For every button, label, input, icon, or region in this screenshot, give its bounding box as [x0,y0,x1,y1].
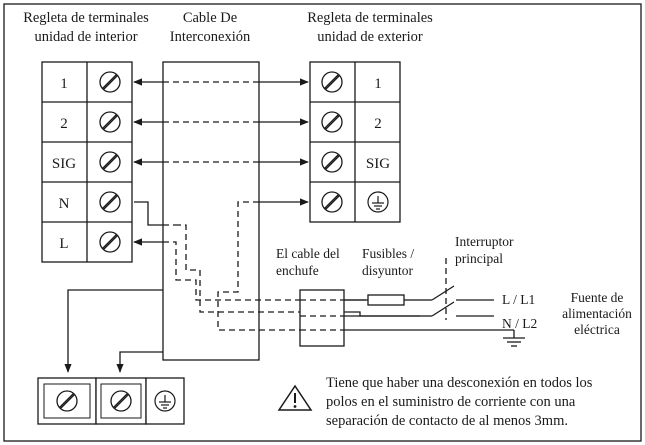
interconnection-cable-box [162,61,260,361]
line-label-l: L / L1 [502,292,535,307]
ground-icon [503,330,525,347]
ground-wire-route [134,201,300,331]
indoor-terminal-label: SIG [52,156,76,172]
indoor-header-line1: Regleta de terminales [23,10,149,26]
interconnection-wires [133,78,309,246]
outdoor-terminal-label: 1 [374,76,382,92]
indoor-header-line2: unidad de interior [34,29,137,45]
plug-cable-label-line1: El cable del [276,246,340,261]
supply-label-line2: alimentación [562,306,632,321]
outdoor-header-line2: unidad de exterior [317,29,423,45]
fuse-symbol [367,294,405,306]
outdoor-terminal-block: 1 2 SIG [309,61,401,223]
indoor-terminal-label: 2 [60,116,68,132]
outdoor-header-line1: Regleta de terminales [307,10,433,26]
fuse-label-line2: disyuntor [362,263,414,278]
line-label-n: N / L2 [502,316,537,331]
fuse-label-line1: Fusibles / [362,246,414,261]
indoor-terminal-label: L [59,236,68,252]
switch-label-line2: principal [455,251,503,266]
plug-cable-box [299,289,345,347]
main-switch-symbol [420,258,494,320]
switch-label-line1: Interruptor [455,234,514,249]
plug-cable-label-line2: enchufe [276,263,319,278]
supply-label-line3: eléctrica [574,322,620,337]
indoor-terminal-label: N [59,196,70,212]
indoor-terminal-label: 1 [60,76,68,92]
bottom-feed-wires [64,289,163,373]
warning-text-line1: Tiene que haber una desconexión en todos… [326,375,593,391]
outdoor-terminal-label: SIG [366,156,390,172]
supply-label-line1: Fuente de [571,290,624,305]
bottom-terminal-block [37,377,185,425]
cable-header-line1: Cable De [183,10,237,26]
indoor-terminal-block: 1 2 SIG N L [41,61,133,263]
cable-header-line2: Interconexión [170,29,251,45]
warning-text-line2: polos en el suministro de corriente con … [326,394,576,410]
outdoor-terminal-label: 2 [374,116,382,132]
warning-text-line3: separación de contacto de al menos 3mm. [326,413,568,429]
warning-triangle-icon [277,384,313,411]
diagram-frame [3,3,642,442]
